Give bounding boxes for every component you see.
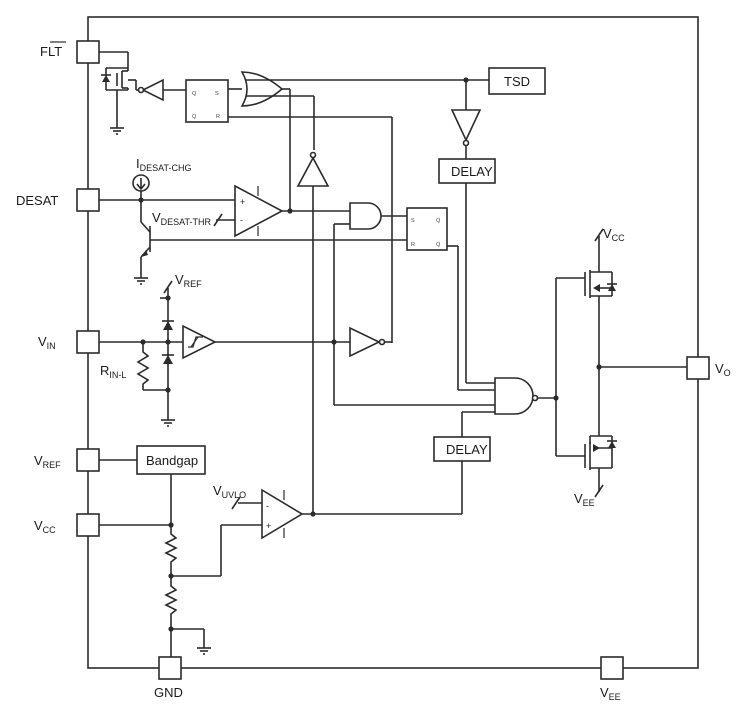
pin-vee-label: VEE — [600, 685, 621, 702]
pin-vo — [686, 356, 710, 380]
flt-buffer-icon — [141, 78, 164, 102]
vee-rail-label: VEE — [574, 491, 595, 508]
vuvlo-source-icon — [231, 496, 241, 510]
svg-text:+: + — [266, 521, 271, 531]
svg-text:Q: Q — [192, 114, 197, 120]
fault-latch-flipflop — [185, 79, 229, 123]
vcc-divider-top-resistor-icon — [164, 528, 178, 576]
flt-body-diode-icon — [102, 75, 110, 82]
pin-vin-label: VIN — [38, 334, 56, 351]
pin-vee — [600, 656, 624, 680]
svg-text:S: S — [215, 91, 219, 97]
svg-text:-: - — [266, 501, 269, 511]
tsd-label: TSD — [504, 74, 530, 89]
svg-text:S: S — [411, 218, 415, 224]
pin-flt-label: FLT — [40, 44, 62, 59]
svg-text:Q: Q — [192, 91, 197, 97]
pin-vcc — [76, 513, 100, 537]
pin-flt — [76, 40, 100, 64]
pin-vcc-label: VCC — [34, 518, 56, 535]
svg-text:+: + — [240, 197, 245, 207]
pin-desat — [76, 188, 100, 212]
uvlo-inverter-icon — [296, 156, 330, 187]
vcc-rail-label: VCC — [603, 226, 625, 243]
delay-bottom-block — [433, 436, 491, 462]
pin-gnd-label: GND — [154, 685, 183, 700]
svg-text:Q: Q — [436, 242, 441, 248]
output-and-gate-icon — [494, 377, 534, 415]
svg-text:R: R — [216, 114, 220, 120]
vuvlo-label: VUVLO — [213, 483, 246, 500]
vdesat-source-icon — [213, 213, 223, 227]
rin-label: RIN-L — [100, 363, 126, 380]
desat-and-gate-icon — [349, 202, 382, 230]
delay-top-label: DELAY — [451, 164, 493, 179]
tsd-block — [488, 67, 546, 95]
desat-comparator-icon — [234, 184, 284, 238]
vcc-divider-bottom-resistor-icon — [164, 576, 178, 629]
pin-desat-label: DESAT — [16, 193, 58, 208]
pin-vref-label: VREF — [34, 453, 61, 470]
pin-gnd — [158, 656, 182, 680]
svg-text:-: - — [240, 215, 243, 225]
pin-vref — [76, 448, 100, 472]
svg-text:Q: Q — [436, 218, 441, 224]
idesat-label: IDESAT-CHG — [136, 156, 191, 173]
vdesat-label: VDESAT-THR — [152, 210, 212, 227]
pin-vo-label: VO — [715, 361, 731, 378]
rin-resistor-icon — [136, 342, 150, 390]
vin-inverter-icon — [349, 326, 381, 358]
tsd-inverter-icon — [450, 109, 482, 142]
svg-text:R: R — [411, 242, 415, 248]
uvlo-comparator-icon — [261, 488, 304, 540]
pin-vin — [76, 330, 100, 354]
fault-or-gate-icon — [240, 71, 284, 107]
bandgap-label: Bandgap — [146, 453, 198, 468]
vin-clamp-diode-bottom-icon — [163, 355, 173, 364]
desat-latch-flipflop — [406, 207, 448, 251]
delay-top-block — [438, 158, 496, 184]
vref-rail-label: VREF — [175, 272, 202, 289]
vin-clamp-diode-top-icon — [163, 321, 173, 330]
bandgap-block — [136, 445, 206, 475]
delay-bottom-label: DELAY — [446, 442, 488, 457]
vin-schmitt-buffer-icon — [182, 324, 217, 360]
